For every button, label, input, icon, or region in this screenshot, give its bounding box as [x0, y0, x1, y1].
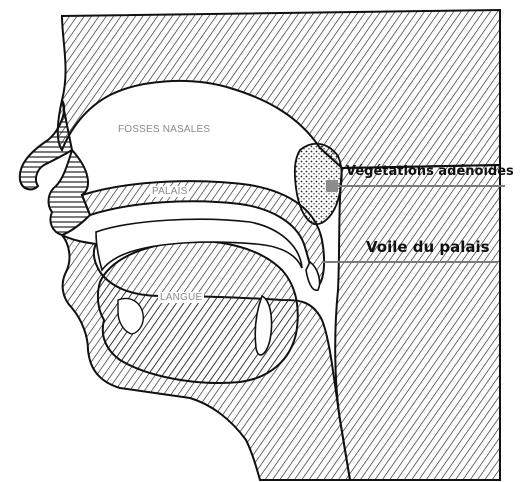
label-palais: PALAIS	[150, 186, 189, 197]
label-langue: LANGUE	[158, 292, 204, 303]
label-fosses-nasales: FOSSES NASALES	[116, 124, 212, 135]
callout-voile-du-palais: Voile du palais	[366, 238, 490, 256]
callout-vegetations-adenoides: Végétations adénoïdes	[346, 164, 514, 179]
skull-nasal-region	[58, 10, 500, 168]
upper-lip	[49, 150, 90, 235]
pharyngeal-wall	[335, 165, 500, 480]
adenoid-marker	[326, 180, 338, 192]
